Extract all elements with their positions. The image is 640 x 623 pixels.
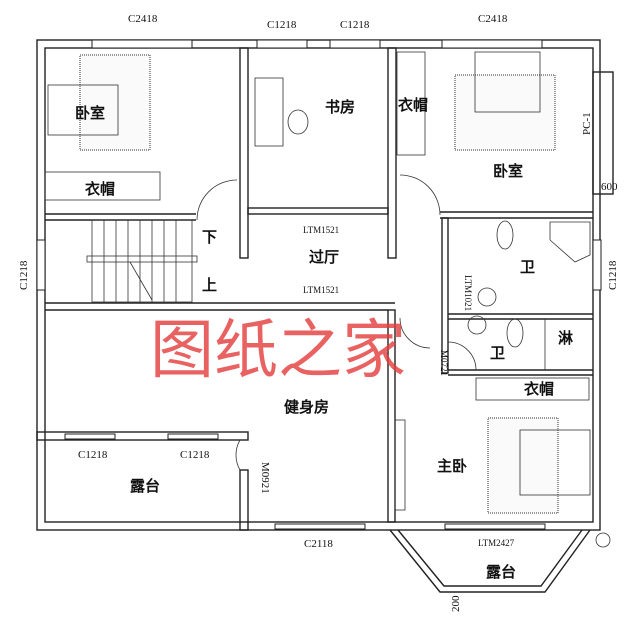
door-code: M0721 [439, 350, 449, 376]
bed-right [454, 74, 556, 151]
stair-down-label: 下 [202, 228, 217, 246]
window-code: C1218 [607, 260, 619, 290]
room-label: 露台 [486, 563, 516, 581]
window-code: C1218 [267, 19, 297, 31]
wardrobe-master [475, 377, 590, 401]
room-label: 书房 [325, 98, 355, 116]
toilet [496, 220, 514, 250]
door-code: LTM1021 [463, 275, 473, 311]
door-code: M0921 [259, 462, 271, 494]
window-code: C1218 [180, 449, 210, 461]
window-code: C2418 [128, 13, 158, 25]
door-code: LTM1521 [303, 225, 339, 235]
top-windows [36, 39, 602, 291]
room-label: 衣帽 [398, 96, 428, 114]
door-code: LTM2427 [478, 538, 515, 548]
bay-window-pc1 [592, 71, 614, 195]
room-label: 主卧 [437, 457, 467, 475]
room-label: 卧室 [75, 104, 105, 122]
dimension-label: 600 [601, 181, 618, 193]
window-code: C2118 [304, 538, 333, 550]
shower-tray [549, 221, 591, 263]
bed-left [79, 54, 151, 151]
room-label: 卫 [490, 344, 505, 362]
window-code: PC-1 [581, 112, 593, 135]
terrace-windows [64, 433, 546, 530]
bed-master [487, 417, 559, 514]
wardrobe-right [396, 51, 426, 156]
tv-cabinet [394, 419, 406, 511]
bay-terrace [389, 529, 611, 593]
wardrobe-left [44, 171, 161, 201]
room-label: 露台 [130, 477, 160, 495]
room-label: 衣帽 [85, 180, 115, 198]
door-code: LTM1521 [303, 285, 339, 295]
watermark: 图纸之家 [150, 314, 406, 388]
room-label: 衣帽 [524, 380, 554, 398]
staircase [86, 219, 198, 303]
dimension-label: 200 [450, 595, 462, 612]
window-code: C1218 [340, 19, 370, 31]
stair-up-label: 上 [202, 276, 217, 294]
room-label: 卧室 [493, 162, 523, 180]
desk [254, 77, 284, 147]
window-code: C1218 [18, 260, 30, 290]
room-label: 过厅 [309, 248, 339, 266]
room-label: 卫 [520, 258, 535, 276]
window-code: C1218 [78, 449, 108, 461]
interior-walls [36, 47, 593, 531]
furniture [44, 51, 591, 514]
chair [287, 109, 309, 135]
sink [477, 287, 497, 307]
window-code: C2418 [478, 13, 508, 25]
room-label: 淋 [558, 329, 573, 347]
room-label: 健身房 [284, 398, 329, 416]
